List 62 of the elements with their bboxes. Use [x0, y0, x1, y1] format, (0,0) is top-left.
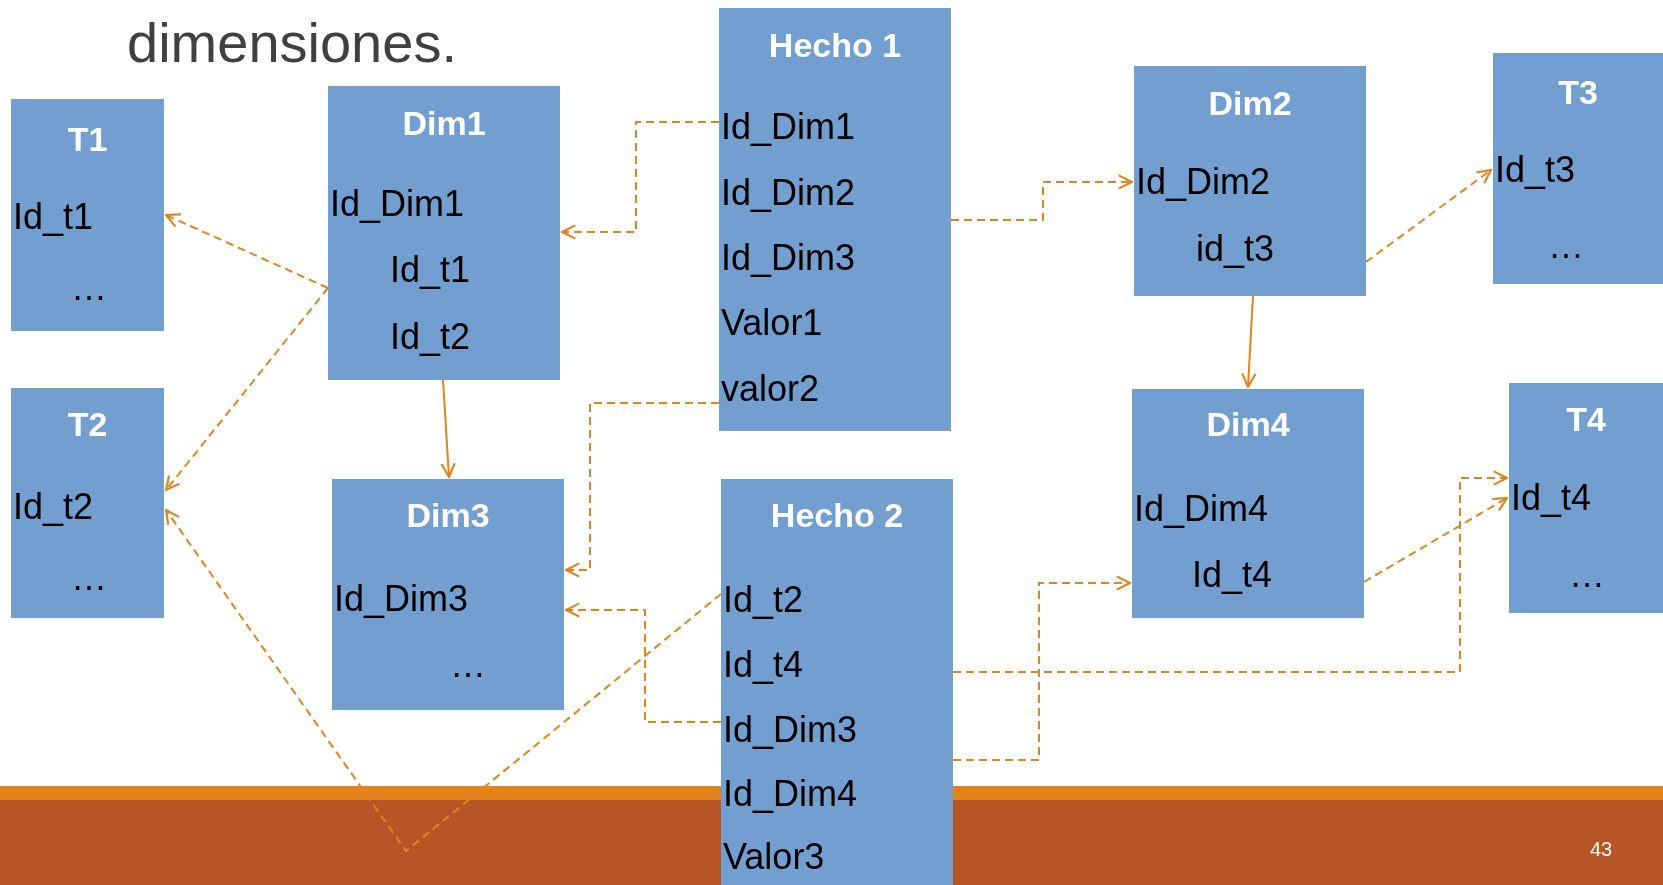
- field-label: id_t3: [1196, 229, 1275, 269]
- page-number: 43: [1590, 838, 1613, 861]
- table-heading: Dim4: [1205, 404, 1291, 444]
- table-box: [1509, 383, 1663, 613]
- field-label: Id_Dim1: [721, 107, 856, 147]
- table-heading: Dim1: [401, 103, 487, 143]
- arrow: [950, 174, 1134, 221]
- arrow: [164, 213, 329, 289]
- table-box: [328, 86, 560, 380]
- table-heading: T2: [66, 404, 109, 444]
- field-label: Id_Dim2: [1136, 162, 1271, 202]
- slide-heading: dimensiones.: [127, 10, 457, 75]
- field-label: Id_t2: [723, 580, 804, 620]
- field-label: Id_Dim3: [334, 579, 469, 619]
- arrow: [564, 602, 722, 723]
- table-box: [332, 479, 564, 710]
- field-label: Id_t4: [723, 645, 804, 685]
- field-label: Id_t3: [1495, 150, 1576, 190]
- field-label: Id_Dim1: [330, 184, 465, 224]
- field-label: …: [71, 558, 107, 598]
- field-label: Id_t2: [390, 317, 471, 357]
- arrow: [560, 121, 720, 240]
- table-box: [1134, 66, 1366, 296]
- table-heading: Hecho 2: [769, 495, 905, 535]
- table-box: [719, 8, 951, 431]
- arrow: [1241, 295, 1257, 389]
- table-box: [11, 99, 164, 331]
- field-label: Id_Dim4: [1134, 489, 1269, 529]
- arrow: [1363, 496, 1509, 583]
- table-heading: T4: [1565, 399, 1607, 439]
- arrow: [564, 402, 720, 578]
- field-label: …: [450, 645, 486, 685]
- field-label: …: [1569, 555, 1605, 595]
- arrow: [164, 508, 722, 853]
- field-label: Id_t1: [390, 250, 471, 290]
- table-heading: T3: [1557, 72, 1599, 112]
- field-label: …: [1548, 226, 1584, 266]
- table-box: [1493, 53, 1663, 284]
- field-label: Id_Dim3: [721, 238, 856, 278]
- table-heading: T1: [66, 119, 109, 159]
- table-box: [11, 388, 164, 618]
- field-label: Id_t4: [1511, 478, 1592, 518]
- arrow: [952, 575, 1132, 761]
- table-heading: Hecho 1: [767, 25, 903, 65]
- field-label: Id_t2: [13, 487, 94, 527]
- field-label: Id_t4: [1192, 555, 1273, 595]
- table-heading: Dim2: [1207, 83, 1293, 123]
- table-heading: Dim3: [405, 495, 491, 535]
- arrow: [440, 379, 456, 479]
- table-box: [1132, 389, 1364, 618]
- field-label: Valor3: [723, 837, 825, 877]
- field-label: Id_Dim2: [721, 173, 856, 213]
- arrow: [952, 470, 1509, 673]
- table-box: [721, 479, 953, 885]
- field-label: valor2: [721, 369, 820, 409]
- arrow: [164, 287, 329, 492]
- field-label: Valor1: [721, 303, 823, 343]
- field-label: Id_t1: [13, 197, 94, 237]
- arrow: [1365, 168, 1493, 263]
- field-label: Id_Dim3: [723, 710, 858, 750]
- field-label: …: [71, 268, 107, 308]
- field-label: Id_Dim4: [723, 774, 858, 814]
